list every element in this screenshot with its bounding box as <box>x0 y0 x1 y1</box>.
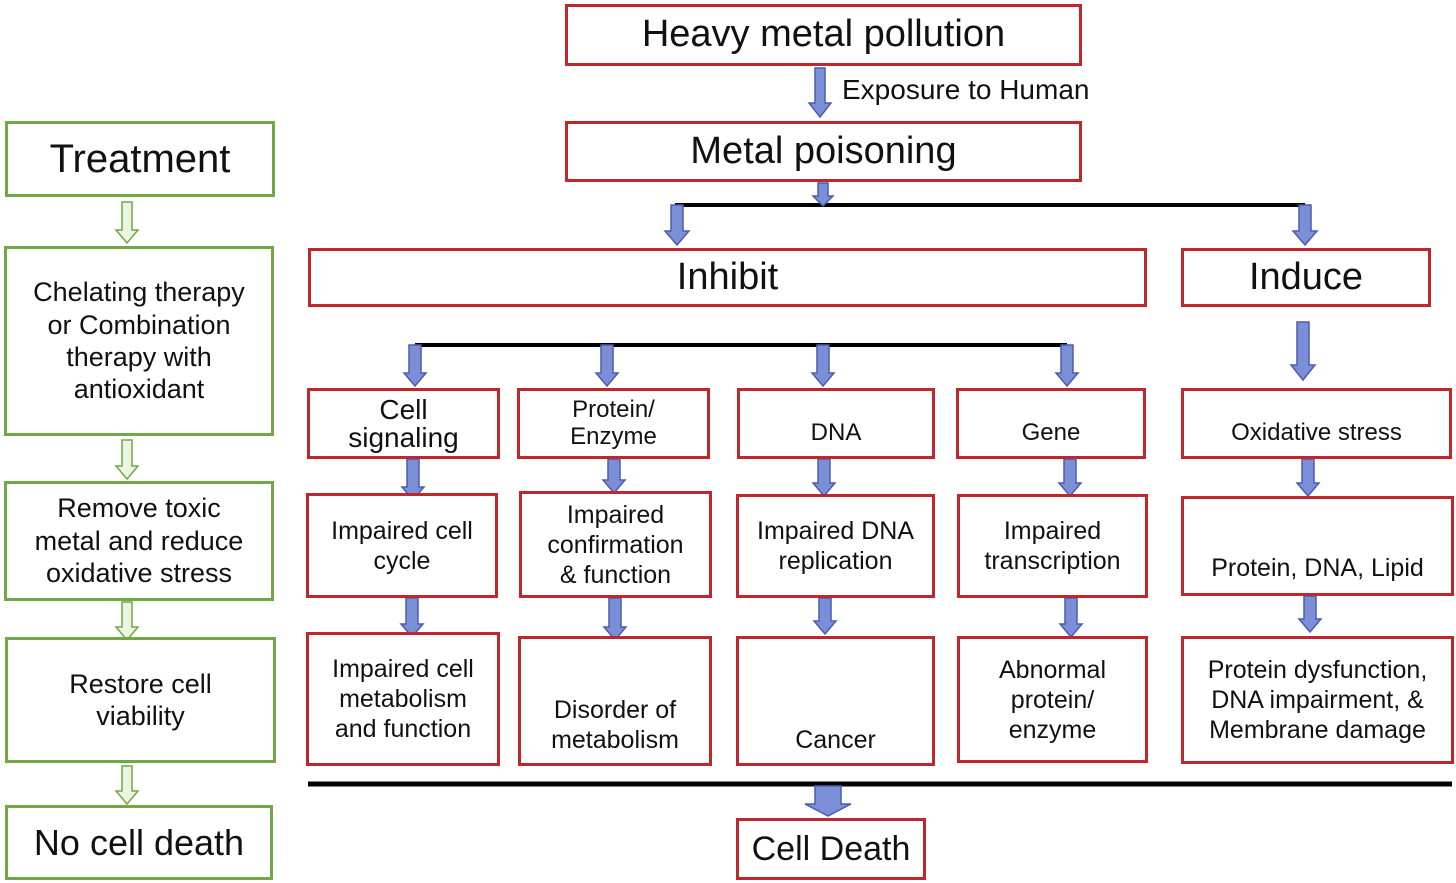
inhibit-box: Inhibit <box>308 248 1147 307</box>
arrow-target-to-effect-2 <box>601 458 627 495</box>
arrow-to-induce <box>1291 204 1319 247</box>
connector-lines <box>308 203 1452 787</box>
effect-impaired-transcription: Impaired transcription <box>957 494 1148 598</box>
cell-death-box: Cell Death <box>736 818 926 880</box>
arrow-target-to-effect-5 <box>1295 458 1321 498</box>
arrow-target-to-effect-3 <box>811 458 837 498</box>
outcome-impaired-metabolism: Impaired cell metabolism and function <box>306 632 500 766</box>
target-dna: DNA <box>737 388 935 459</box>
treatment-title-box: Treatment <box>5 121 275 197</box>
treatment-arrow-2 <box>114 439 140 481</box>
effect-impaired-confirmation: Impaired confirmation & function <box>519 491 712 598</box>
effect-impaired-dna-replication: Impaired DNA replication <box>736 494 935 598</box>
arrow-to-cell-death <box>804 785 852 817</box>
treatment-step-remove-toxic: Remove toxic metal and reduce oxidative … <box>4 481 274 601</box>
treatment-step-no-cell-death: No cell death <box>5 805 273 880</box>
effect-impaired-cell-cycle: Impaired cell cycle <box>306 493 498 598</box>
treatment-step-chelating: Chelating therapy or Combination therapy… <box>4 246 274 436</box>
treatment-arrow-1 <box>114 201 140 245</box>
outcome-disorder-of-metabolism: Disorder of metabolism <box>518 636 712 766</box>
metal-poisoning-box: Metal poisoning <box>565 121 1082 182</box>
connector-arrows <box>114 67 1323 817</box>
arrow-effect-to-outcome-3 <box>812 597 838 636</box>
arrow-target-to-effect-4 <box>1057 458 1083 498</box>
target-gene: Gene <box>956 388 1146 459</box>
heavy-metal-pollution-box: Heavy metal pollution <box>565 4 1082 66</box>
arrow-effect-to-outcome-5 <box>1297 595 1323 634</box>
treatment-arrow-3 <box>114 601 140 642</box>
arrow-effect-to-outcome-2 <box>602 597 628 642</box>
effect-protein-dna-lipid: Protein, DNA, Lipid <box>1181 496 1454 596</box>
arrow-effect-to-outcome-4 <box>1058 597 1084 639</box>
arrow-inhibit-to-target-2 <box>594 344 620 388</box>
arrow-inhibit-to-target-4 <box>1054 344 1080 388</box>
arrow-induce-to-oxidative-stress <box>1289 321 1317 382</box>
target-cell-signaling: Cell signaling <box>307 388 500 459</box>
arrow-inhibit-to-target-1 <box>402 344 428 388</box>
outcome-protein-dysfunction: Protein dysfunction, DNA impairment, & M… <box>1181 636 1454 764</box>
outcome-abnormal-protein: Abnormal protein/ enzyme <box>957 636 1148 763</box>
arrow-to-inhibit <box>663 204 691 247</box>
treatment-arrow-4 <box>114 765 140 806</box>
exposure-label: Exposure to Human <box>842 74 1090 105</box>
induce-box: Induce <box>1181 248 1431 307</box>
arrow-effect-to-outcome-1 <box>399 597 425 639</box>
treatment-step-restore-viability: Restore cell viability <box>5 637 276 763</box>
outcome-cancer: Cancer <box>736 636 935 766</box>
target-oxidative-stress: Oxidative stress <box>1181 388 1452 459</box>
arrow-inhibit-to-target-3 <box>810 344 836 388</box>
arrow-poisoning-to-branch <box>811 182 835 208</box>
arrow-pollution-to-poisoning <box>807 67 833 119</box>
target-protein-enzyme: Protein/ Enzyme <box>517 388 710 459</box>
